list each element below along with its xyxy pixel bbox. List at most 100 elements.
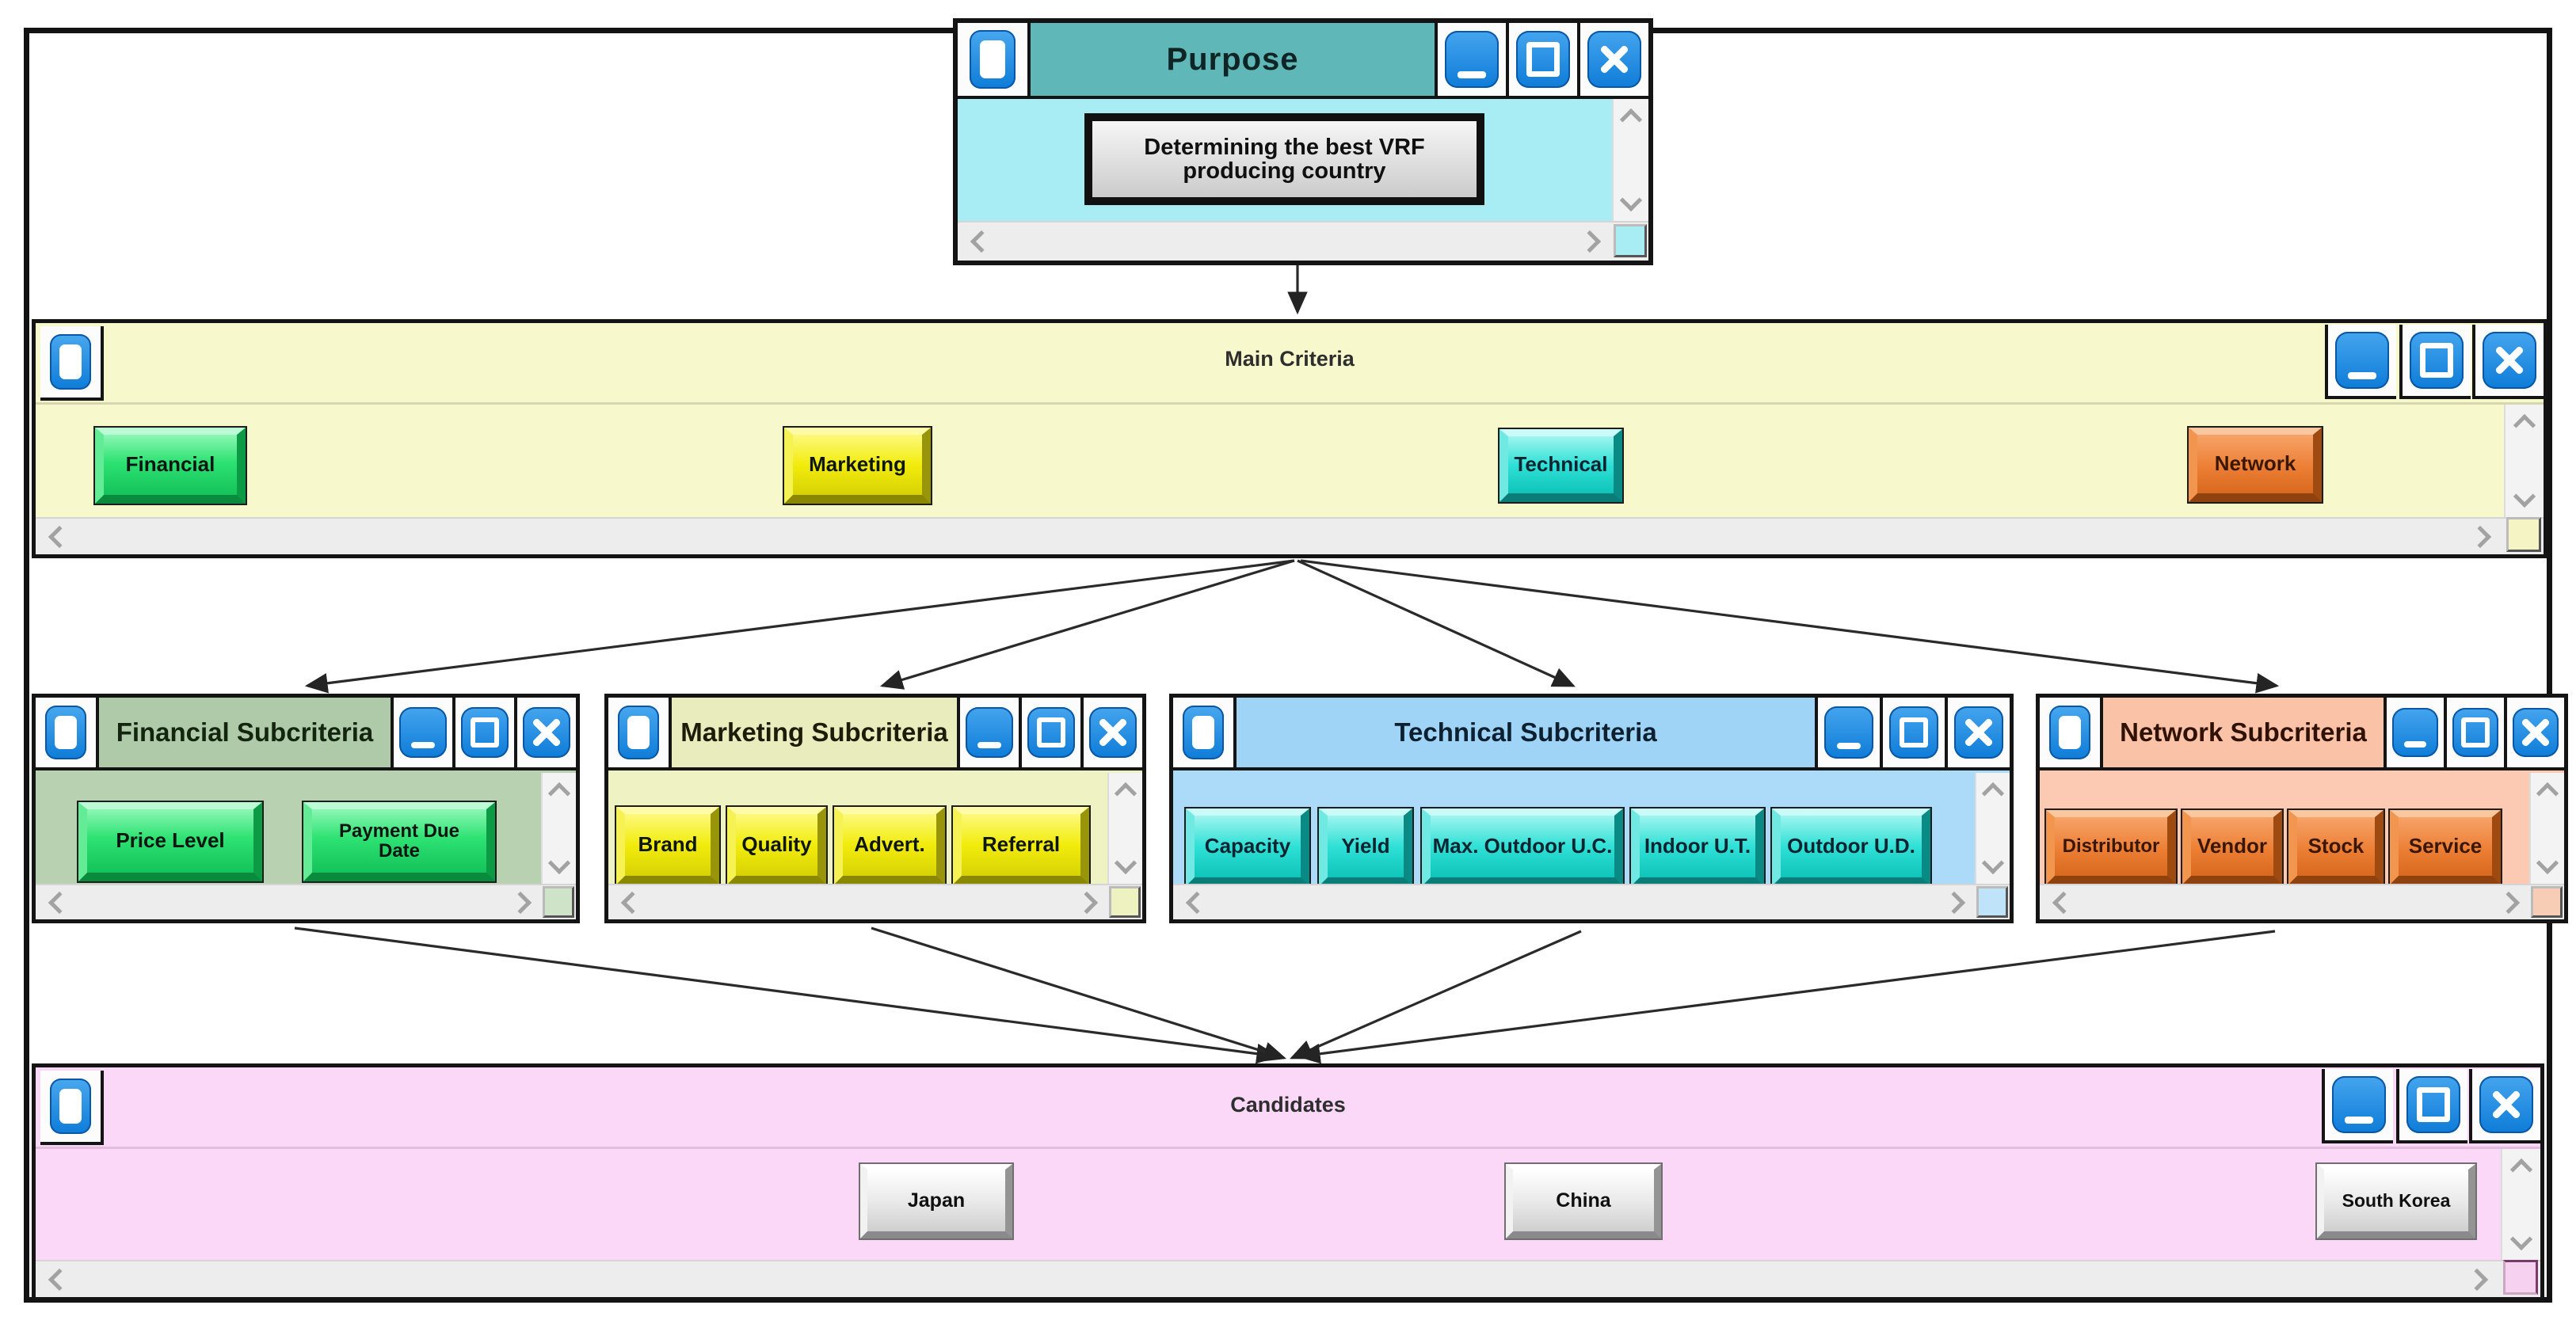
candidate-button-china[interactable]: China [1504,1162,1663,1240]
scroll-left-icon[interactable] [2052,891,2075,914]
vertical-scrollbar[interactable] [2504,405,2544,517]
maximize-button[interactable] [1019,698,1080,770]
horizontal-scrollbar[interactable] [1173,884,2010,919]
minimize-button[interactable] [391,698,452,770]
system-menu-button[interactable] [958,23,1031,99]
scroll-left-icon[interactable] [1185,891,1209,914]
scroll-up-icon[interactable] [2513,413,2536,437]
goal-button[interactable]: Determining the best VRF producing count… [1084,113,1484,205]
criteria-button-financial[interactable]: Financial [93,426,247,505]
criteria-button-marketing[interactable]: Marketing [783,426,932,505]
vertical-scrollbar[interactable] [1975,773,2010,884]
horizontal-scrollbar[interactable] [608,884,1142,919]
horizontal-scrollbar[interactable] [36,1260,2540,1297]
subcriteria-button-yield[interactable]: Yield [1317,807,1414,888]
subcriteria-button-indoor-ut[interactable]: Indoor U.T. [1629,807,1766,888]
resize-grip[interactable] [2503,1260,2538,1295]
scroll-up-icon[interactable] [2509,1158,2533,1181]
subcriteria-button-advert[interactable]: Advert. [833,805,947,886]
vertical-scrollbar[interactable] [2529,773,2564,884]
subcriteria-button-distributor[interactable]: Distributor [2044,808,2178,886]
resize-grip[interactable] [2531,886,2563,918]
maximize-button[interactable] [1506,23,1577,99]
minimize-button[interactable] [2325,325,2396,399]
system-menu-button[interactable] [40,1071,104,1145]
scroll-left-icon[interactable] [48,891,71,914]
subcriteria-button-service[interactable]: Service [2388,808,2502,886]
scroll-right-icon[interactable] [2497,891,2521,914]
vertical-scrollbar[interactable] [541,773,576,884]
scroll-right-icon[interactable] [1075,891,1099,914]
close-button[interactable] [2504,698,2564,770]
subcriteria-button-capacity[interactable]: Capacity [1184,807,1311,888]
minimize-button[interactable] [2384,698,2444,770]
subcriteria-button-price-level[interactable]: Price Level [77,801,264,883]
maximize-button[interactable] [2396,1069,2467,1143]
resize-grip[interactable] [1614,224,1647,257]
criteria-button-network[interactable]: Network [2187,426,2323,504]
horizontal-scrollbar[interactable] [36,884,576,919]
maximize-button[interactable] [452,698,514,770]
minimize-button[interactable] [1815,698,1880,770]
resize-grip[interactable] [2506,517,2541,552]
resize-grip[interactable] [1976,886,2008,918]
maximize-button[interactable] [2399,325,2471,399]
resize-grip[interactable] [1109,886,1141,918]
subcriteria-button-quality[interactable]: Quality [726,805,828,886]
scroll-left-icon[interactable] [48,1268,71,1291]
scroll-down-icon[interactable] [1114,851,1137,875]
scroll-up-icon[interactable] [1981,782,2005,805]
scroll-left-icon[interactable] [48,525,71,548]
close-button[interactable] [1577,23,1648,99]
criteria-button-technical[interactable]: Technical [1498,428,1624,504]
scroll-right-icon[interactable] [2468,525,2492,548]
scroll-down-icon[interactable] [1981,851,2005,875]
candidate-button-japan[interactable]: Japan [859,1162,1014,1240]
system-menu-button[interactable] [40,326,104,401]
minimize-button[interactable] [1435,23,1506,99]
scroll-up-icon[interactable] [547,782,571,805]
purpose-horizontal-scrollbar[interactable] [958,221,1648,261]
close-button[interactable] [2469,1069,2540,1143]
candidate-button-south-korea[interactable]: South Korea [2315,1162,2477,1240]
scroll-down-icon[interactable] [2509,1227,2533,1251]
close-button[interactable] [2472,325,2544,399]
scroll-right-icon[interactable] [2465,1268,2489,1291]
system-menu-button[interactable] [36,698,99,770]
subcriteria-button-vendor[interactable]: Vendor [2181,808,2284,886]
scroll-up-icon[interactable] [1619,108,1643,131]
scroll-up-icon[interactable] [2536,782,2559,805]
system-menu-button[interactable] [1173,698,1237,770]
scroll-down-icon[interactable] [1619,188,1643,212]
scroll-down-icon[interactable] [2513,485,2536,508]
scroll-down-icon[interactable] [2536,851,2559,875]
scroll-left-icon[interactable] [620,891,644,914]
resize-grip[interactable] [543,886,574,918]
minimize-button[interactable] [2322,1069,2393,1143]
close-button[interactable] [1080,698,1142,770]
scroll-right-icon[interactable] [1942,891,1966,914]
vertical-scrollbar[interactable] [1107,773,1142,884]
purpose-vertical-scrollbar[interactable] [1612,99,1648,221]
subcriteria-button-payment-due-date[interactable]: Payment Due Date [302,801,497,883]
scroll-up-icon[interactable] [1114,782,1137,805]
scroll-right-icon[interactable] [1578,230,1602,253]
scroll-down-icon[interactable] [547,851,571,875]
subcriteria-button-max-outdoor-uc[interactable]: Max. Outdoor U.C. [1420,807,1625,888]
maximize-button[interactable] [2444,698,2504,770]
vertical-scrollbar[interactable] [2501,1149,2540,1260]
horizontal-scrollbar[interactable] [2040,884,2564,919]
minimize-button[interactable] [957,698,1019,770]
system-menu-button[interactable] [2040,698,2103,770]
system-menu-button[interactable] [608,698,672,770]
subcriteria-button-outdoor-ud[interactable]: Outdoor U.D. [1770,807,1932,888]
subcriteria-button-referral[interactable]: Referral [951,805,1091,886]
subcriteria-button-stock[interactable]: Stock [2287,808,2385,886]
close-button[interactable] [514,698,576,770]
close-button[interactable] [1945,698,2010,770]
subcriteria-button-brand[interactable]: Brand [615,805,721,886]
maximize-button[interactable] [1880,698,1945,770]
scroll-left-icon[interactable] [970,230,993,253]
scroll-right-icon[interactable] [509,891,532,914]
horizontal-scrollbar[interactable] [36,517,2544,554]
